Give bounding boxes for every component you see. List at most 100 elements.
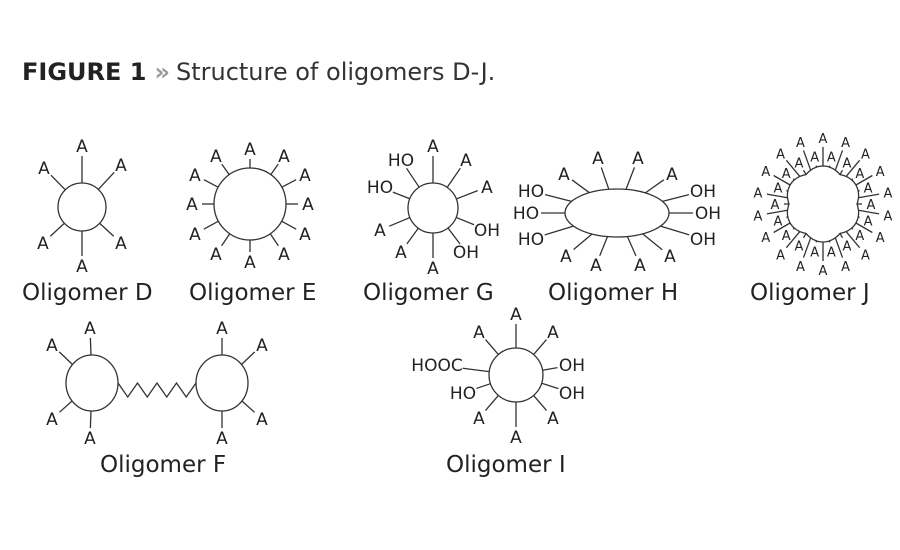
substituent-a: A: [754, 187, 763, 202]
bond: [660, 225, 690, 236]
bond: [858, 193, 880, 199]
bond: [476, 383, 491, 390]
substituent-a: A: [819, 132, 828, 147]
bond: [270, 163, 279, 175]
substituent-oh: OH: [474, 221, 500, 241]
substituent-a: A: [884, 209, 893, 224]
substituent-a: A: [773, 214, 782, 229]
bond: [851, 178, 854, 181]
label-oligomer-d: Oligomer D: [22, 280, 153, 306]
bond: [571, 179, 590, 194]
bond: [485, 339, 499, 355]
substituent-a: A: [115, 234, 127, 254]
substituent-a: A: [299, 225, 311, 245]
ring: [786, 165, 860, 243]
substituent-a: A: [867, 198, 876, 213]
substituent-a: A: [278, 245, 290, 265]
substituent-a: A: [189, 166, 201, 186]
substituent-a: A: [186, 195, 198, 215]
bond: [541, 382, 559, 390]
substituent-a: A: [38, 159, 50, 179]
substituent-a: A: [782, 229, 791, 244]
substituent-a: A: [632, 149, 644, 169]
bond: [625, 167, 636, 190]
bond: [203, 179, 219, 188]
substituent-a: A: [864, 214, 873, 229]
substituent-a: A: [761, 231, 770, 246]
substituent-hooc: HOOC: [411, 356, 462, 376]
ring: [195, 354, 249, 412]
substituent-a: A: [84, 319, 96, 339]
substituent-ho: HO: [388, 151, 414, 171]
substituent-oh: OH: [690, 182, 716, 202]
bond: [542, 366, 558, 371]
label-oligomer-i: Oligomer I: [446, 452, 566, 478]
bond: [203, 220, 219, 230]
substituent-a: A: [210, 147, 222, 167]
ring: [564, 188, 670, 238]
substituent-a: A: [46, 336, 58, 356]
substituent-ho: HO: [367, 178, 393, 198]
substituent-oh: OH: [559, 384, 585, 404]
ring: [213, 167, 287, 241]
substituent-a: A: [244, 140, 256, 160]
substituent-a: A: [510, 428, 522, 448]
bond: [600, 167, 610, 190]
substituent-ho: HO: [513, 204, 539, 224]
substituent-a: A: [473, 323, 485, 343]
bond: [839, 169, 844, 175]
bond: [786, 216, 789, 218]
label-oligomer-e: Oligomer E: [189, 280, 316, 306]
substituent-a: A: [634, 256, 646, 276]
substituent-a: A: [876, 231, 885, 246]
bond: [802, 150, 812, 171]
bond: [834, 237, 844, 258]
bond: [773, 174, 791, 186]
label-oligomer-g: Oligomer G: [363, 280, 494, 306]
substituent-a: A: [855, 167, 864, 182]
bond: [785, 231, 801, 249]
bond: [58, 400, 73, 413]
substituent-a: A: [84, 429, 96, 449]
substituent-a: A: [761, 165, 770, 180]
substituent-a: A: [841, 260, 850, 275]
substituent-a: A: [796, 260, 805, 275]
figure-label: FIGURE 1: [22, 58, 147, 86]
bond: [599, 236, 609, 256]
separator-icon: »: [154, 58, 170, 86]
substituent-a: A: [592, 149, 604, 169]
bond: [845, 159, 861, 177]
bond: [485, 395, 499, 411]
substituent-a: A: [244, 253, 256, 273]
substituent-a: A: [189, 225, 201, 245]
substituent-oh: OH: [559, 356, 585, 376]
bond: [766, 193, 788, 199]
substituent-a: A: [876, 165, 885, 180]
substituent-oh: OH: [690, 230, 716, 250]
bond: [785, 159, 801, 177]
substituent-a: A: [256, 410, 268, 430]
substituent-a: A: [796, 136, 805, 151]
bond: [221, 233, 231, 247]
bond: [855, 222, 873, 234]
substituent-a: A: [771, 198, 780, 213]
substituent-a: A: [841, 136, 850, 151]
substituent-a: A: [843, 156, 852, 171]
bond: [626, 236, 637, 257]
bond: [857, 190, 860, 192]
substituent-a: A: [861, 249, 870, 264]
substituent-a: A: [855, 229, 864, 244]
bond: [766, 209, 788, 215]
substituent-a: A: [666, 165, 678, 185]
bond: [50, 174, 66, 191]
substituent-a: A: [427, 137, 439, 157]
bond: [845, 231, 861, 249]
bond: [773, 222, 791, 234]
bond: [642, 233, 663, 251]
bond: [855, 174, 873, 186]
